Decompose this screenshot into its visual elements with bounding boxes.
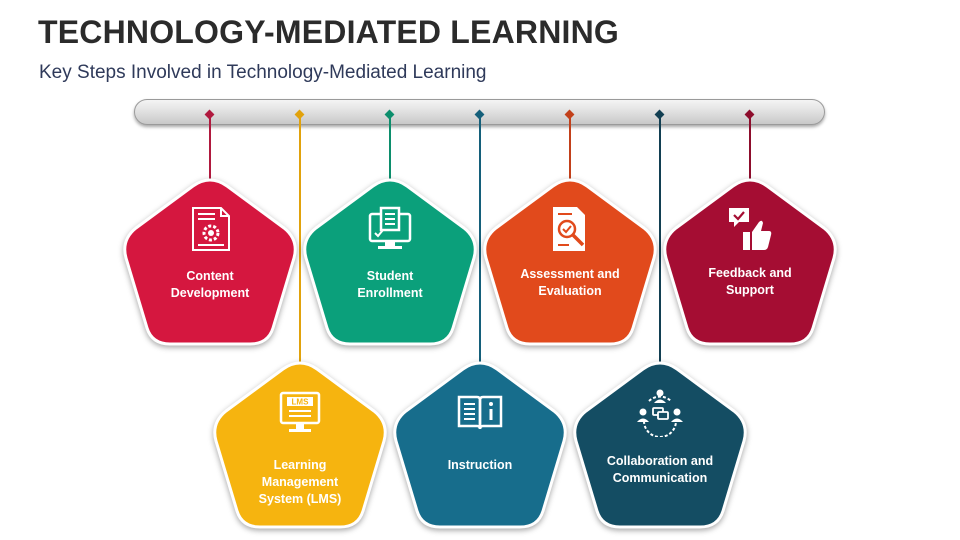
- connector-7: [749, 114, 751, 182]
- collaboration-icon: [637, 389, 683, 437]
- step-student-enrollment: Student Enrollment: [303, 178, 477, 346]
- page-title: TECHNOLOGY-MEDIATED LEARNING: [38, 14, 620, 50]
- step-label: Student Enrollment: [357, 269, 423, 300]
- step-content-development: Content Development: [123, 178, 297, 346]
- feedback-icon: [729, 208, 772, 250]
- step-label: Feedback and Support: [708, 266, 792, 297]
- page-subtitle: Key Steps Involved in Technology-Mediate…: [39, 62, 487, 83]
- connector-1: [209, 114, 211, 182]
- lms-monitor-icon: LMS: [279, 391, 321, 432]
- step-learning-management-system: LMS Learning Management System (LMS): [213, 361, 387, 529]
- content-development-icon: [192, 207, 230, 251]
- connector-2: [299, 114, 301, 364]
- step-label: Learning Management System (LMS): [258, 458, 342, 506]
- connector-4: [479, 114, 481, 364]
- connector-3: [389, 114, 391, 182]
- step-label: Collaboration and Communication: [606, 454, 714, 485]
- step-collaboration-communication: Collaboration and Communication: [573, 361, 747, 529]
- connector-5: [569, 114, 571, 182]
- step-feedback-support: Feedback and Support: [663, 178, 837, 346]
- step-label: Assessment and Evaluation: [520, 267, 620, 298]
- step-label: Content Development: [170, 269, 250, 300]
- student-enrollment-icon: [368, 206, 412, 249]
- connector-6: [659, 114, 661, 364]
- step-label: Instruction: [447, 458, 513, 472]
- step-assessment-evaluation: Assessment and Evaluation: [483, 178, 657, 346]
- assessment-icon: [553, 207, 585, 251]
- book-icon: [457, 395, 503, 430]
- step-instruction: Instruction: [393, 361, 567, 529]
- svg-text:LMS: LMS: [292, 398, 310, 407]
